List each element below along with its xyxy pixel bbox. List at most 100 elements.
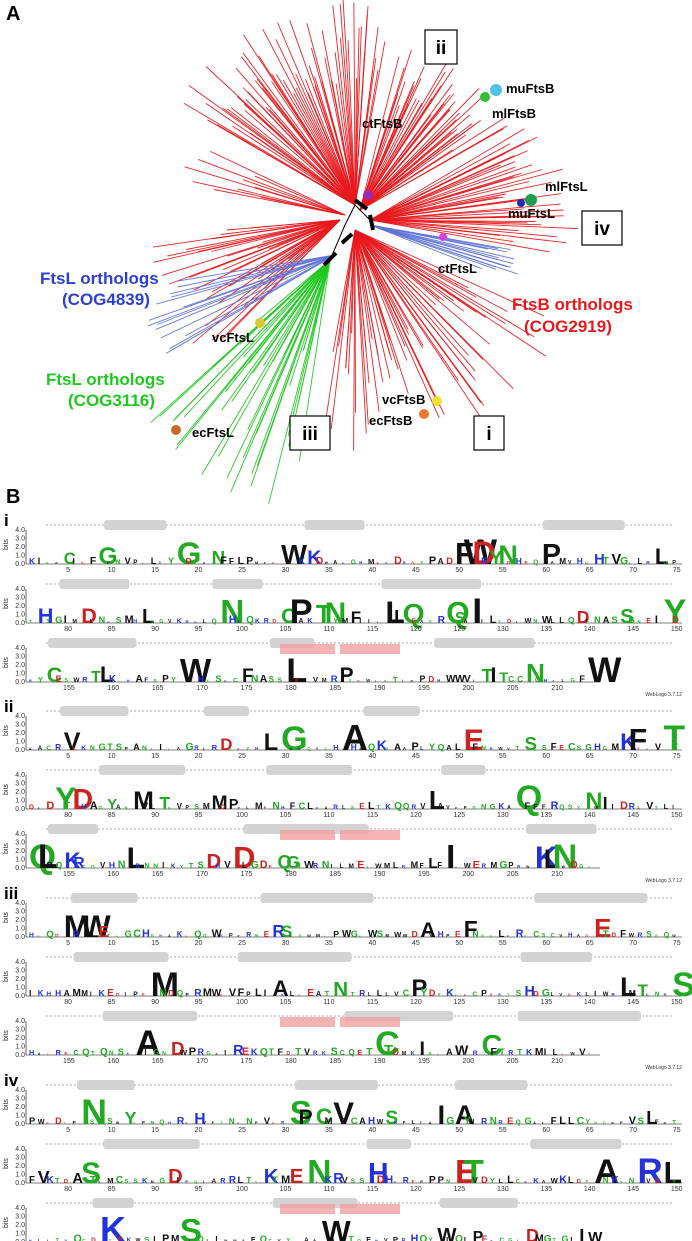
y-tick: 2.0 <box>15 1104 25 1111</box>
x-tick: 80 <box>64 812 72 819</box>
logo-letter: H <box>577 556 583 566</box>
logo-letter: A <box>333 560 337 566</box>
helix-bar <box>260 893 374 903</box>
logo-letter: Y <box>588 1052 590 1056</box>
logo-letter: F <box>507 935 509 938</box>
logo-letter: L <box>203 619 207 625</box>
logo-letter: W <box>603 992 609 998</box>
x-tick: 195 <box>418 871 430 878</box>
logo-letter: H <box>229 614 237 626</box>
bits-axis-label: bits <box>3 784 10 795</box>
logo-letter: L <box>151 804 156 811</box>
logo-letter: L <box>446 1235 451 1241</box>
logo-letter: E <box>242 1046 249 1058</box>
y-tick: 2.0 <box>15 1035 25 1042</box>
logo-letter: D <box>533 989 539 998</box>
logo-letter: R <box>438 615 446 626</box>
logo-letter: Q <box>82 1047 89 1057</box>
logo-letter: S <box>116 742 122 752</box>
logo-letter: R <box>403 561 406 565</box>
x-tick: 90 <box>151 999 159 1006</box>
y-tick: 2.0 <box>15 544 25 551</box>
helix-bar <box>48 638 137 648</box>
logo-letter: V <box>446 805 450 811</box>
strand-arrow <box>340 1204 400 1214</box>
logo-letter: S <box>125 1179 129 1185</box>
strand-arrow <box>340 830 400 840</box>
logo-letter: M <box>151 1180 154 1184</box>
mlFtsB-marker <box>480 92 490 102</box>
logo-letter: I <box>481 619 483 625</box>
logo-letter: L <box>646 992 649 997</box>
logo-letter: F <box>238 620 240 624</box>
logo-letter: F <box>229 556 234 566</box>
logo-letter: H <box>142 928 150 940</box>
logo-letter: R <box>473 1050 478 1057</box>
logo-letter: I <box>594 989 596 998</box>
logo-letter: K <box>411 1051 416 1057</box>
logo-letter: P <box>429 1175 436 1186</box>
logo-letter: R <box>136 863 141 870</box>
logo-letter: L <box>507 1174 514 1186</box>
y-tick: 3.0 <box>15 654 25 661</box>
logo-letter: F <box>516 620 518 624</box>
logo-letter: R <box>612 992 616 997</box>
logo-letter: S <box>107 1117 113 1126</box>
x-tick: 105 <box>280 812 292 819</box>
logo-letter: H <box>544 678 548 684</box>
logo-letter: K <box>100 1210 126 1241</box>
logo-letter: C <box>281 605 296 628</box>
logo-letter: N <box>212 547 226 568</box>
logo-letter: M <box>559 557 566 566</box>
helix-bar <box>439 1198 518 1208</box>
x-tick: 140 <box>584 812 596 819</box>
logo-letter: G <box>490 802 496 811</box>
logo-letter: Y <box>107 797 117 813</box>
logo-letter: A <box>603 615 610 625</box>
logo-letter: L <box>368 801 374 812</box>
strand-arrow <box>340 644 400 654</box>
logo-letter: K <box>455 995 457 997</box>
x-tick: 20 <box>195 940 203 947</box>
x-tick: 5 <box>66 940 70 947</box>
logo-letter: H <box>307 1123 309 1125</box>
x-tick: 205 <box>507 685 519 692</box>
logo-letter: W <box>455 673 465 685</box>
logo-letter: W <box>562 865 566 869</box>
x-tick: 10 <box>108 567 116 574</box>
logo-letter: M <box>81 989 88 998</box>
logo-letter: K <box>186 619 190 624</box>
logo-letter: E <box>272 1122 274 1125</box>
logo-letter: I <box>491 664 497 687</box>
logo-letter: R <box>508 1050 513 1057</box>
logo-letter: C <box>325 747 328 751</box>
logo-letter: K <box>255 618 260 625</box>
x-tick: 95 <box>195 999 203 1006</box>
logo-letter: S <box>65 678 69 684</box>
logo-letter: H <box>127 678 130 683</box>
x-tick: 50 <box>455 753 463 760</box>
logo-letter: R <box>177 1115 185 1127</box>
logo-letter: G <box>151 620 154 624</box>
logo-letter: N <box>655 991 660 998</box>
logo-letter: I <box>189 1238 191 1241</box>
logo-letter: A <box>331 1238 335 1241</box>
logo-letter: V <box>65 1239 68 1241</box>
y-tick: 4.0 <box>15 772 25 779</box>
panel-b-letter: B <box>6 486 20 508</box>
logo-letter: I <box>90 991 92 998</box>
x-tick: 60 <box>542 940 550 947</box>
logo-letter: A <box>90 800 98 812</box>
logo-letter: N <box>526 658 545 688</box>
logo-letter: K <box>65 848 81 873</box>
logo-letter: V <box>655 741 662 752</box>
logo-letter: M <box>368 557 374 566</box>
logo-letter: P <box>186 1180 189 1184</box>
logo-letter: I <box>420 1120 421 1125</box>
logo-letter: K <box>127 1052 130 1056</box>
logo-letter: M <box>171 1234 179 1241</box>
logo-letter: A <box>215 1052 218 1056</box>
logo-label: i <box>4 511 9 530</box>
